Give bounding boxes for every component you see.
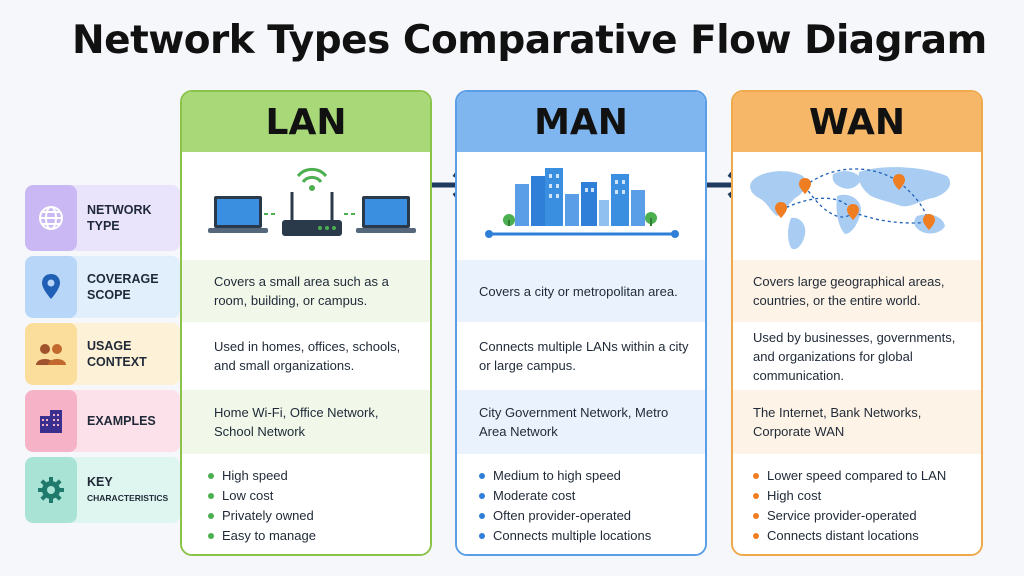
- man-characteristics-cell: Medium to high speed Moderate cost Often…: [457, 456, 705, 554]
- list-item: High speed: [208, 466, 316, 486]
- page-title: Network Types Comparative Flow Diagram: [72, 18, 987, 63]
- wan-usage: Used by businesses, governments, and org…: [753, 329, 956, 383]
- wan-examples: The Internet, Bank Networks, Corporate W…: [753, 405, 922, 439]
- wan-column: WAN: [731, 90, 983, 556]
- wan-usage-cell: Used by businesses, governments, and org…: [733, 324, 981, 388]
- lan-characteristics-list: High speed Low cost Privately owned Easy…: [208, 466, 316, 546]
- list-item: Lower speed compared to LAN: [753, 466, 946, 486]
- man-coverage-cell: Covers a city or metropolitan area.: [457, 260, 705, 322]
- list-item: Low cost: [208, 486, 316, 506]
- lan-usage: Used in homes, offices, schools, and sma…: [214, 339, 401, 373]
- laptop-icon: [208, 196, 268, 233]
- man-column: MAN: [455, 90, 707, 556]
- lan-examples-cell: Home Wi-Fi, Office Network, School Netwo…: [182, 390, 430, 454]
- building-icon: [25, 390, 77, 452]
- row-label-text: NETWORK TYPE: [87, 203, 152, 233]
- row-label-text: EXAMPLES: [87, 414, 156, 428]
- lan-illustration: [182, 154, 430, 260]
- wan-coverage: Covers large geographical areas, countri…: [753, 274, 945, 308]
- man-coverage: Covers a city or metropolitan area.: [479, 283, 678, 299]
- wan-coverage-cell: Covers large geographical areas, countri…: [733, 260, 981, 322]
- list-item: Often provider-operated: [479, 506, 651, 526]
- list-item: High cost: [753, 486, 946, 506]
- man-header: MAN: [457, 92, 705, 152]
- man-usage: Connects multiple LANs within a city or …: [479, 339, 689, 373]
- list-item: Easy to manage: [208, 526, 316, 546]
- man-characteristics-list: Medium to high speed Moderate cost Often…: [479, 466, 651, 546]
- row-label-text: COVERAGE SCOPE: [87, 272, 159, 302]
- people-icon: [25, 323, 77, 385]
- globe-icon: [25, 185, 77, 251]
- wan-characteristics-list: Lower speed compared to LAN High cost Se…: [753, 466, 946, 546]
- laptop-icon: [356, 196, 416, 233]
- row-label-text: KEY CHARACTERISTICS: [77, 457, 180, 523]
- location-pin-icon: [25, 256, 77, 318]
- wan-examples-cell: The Internet, Bank Networks, Corporate W…: [733, 390, 981, 454]
- city-skyline-icon: [503, 168, 657, 226]
- man-illustration: [457, 154, 705, 260]
- man-usage-cell: Connects multiple LANs within a city or …: [457, 324, 705, 388]
- row-label-examples: EXAMPLES: [25, 390, 180, 452]
- row-label-network-type: NETWORK TYPE: [25, 185, 180, 251]
- lan-characteristics-cell: High speed Low cost Privately owned Easy…: [182, 456, 430, 554]
- list-item: Connects distant locations: [753, 526, 946, 546]
- lan-column: LAN: [180, 90, 432, 556]
- wan-header: WAN: [733, 92, 981, 152]
- row-label-key: KEY: [87, 475, 113, 489]
- list-item: Connects multiple locations: [479, 526, 651, 546]
- man-examples-cell: City Government Network, Metro Area Netw…: [457, 390, 705, 454]
- map-pin-icon: [775, 174, 935, 230]
- wan-characteristics-cell: Lower speed compared to LAN High cost Se…: [733, 456, 981, 554]
- row-label-key-characteristics: KEY CHARACTERISTICS: [25, 457, 180, 523]
- row-label-characteristics: CHARACTERISTICS: [87, 493, 169, 503]
- list-item: Moderate cost: [479, 486, 651, 506]
- wan-illustration: [733, 154, 981, 260]
- row-label-coverage-scope: COVERAGE SCOPE: [25, 256, 180, 318]
- gear-icon: [25, 457, 77, 523]
- list-item: Medium to high speed: [479, 466, 651, 486]
- lan-coverage: Covers a small area such as a room, buil…: [214, 274, 389, 308]
- lan-usage-cell: Used in homes, offices, schools, and sma…: [182, 324, 430, 388]
- lan-coverage-cell: Covers a small area such as a room, buil…: [182, 260, 430, 322]
- lan-header: LAN: [182, 92, 430, 152]
- list-item: Privately owned: [208, 506, 316, 526]
- man-examples: City Government Network, Metro Area Netw…: [479, 405, 669, 439]
- router-icon: [282, 167, 342, 236]
- lan-examples: Home Wi-Fi, Office Network, School Netwo…: [214, 405, 379, 439]
- row-label-usage-context: USAGE CONTEXT: [25, 323, 180, 385]
- row-label-text: USAGE CONTEXT: [87, 339, 147, 369]
- list-item: Service provider-operated: [753, 506, 946, 526]
